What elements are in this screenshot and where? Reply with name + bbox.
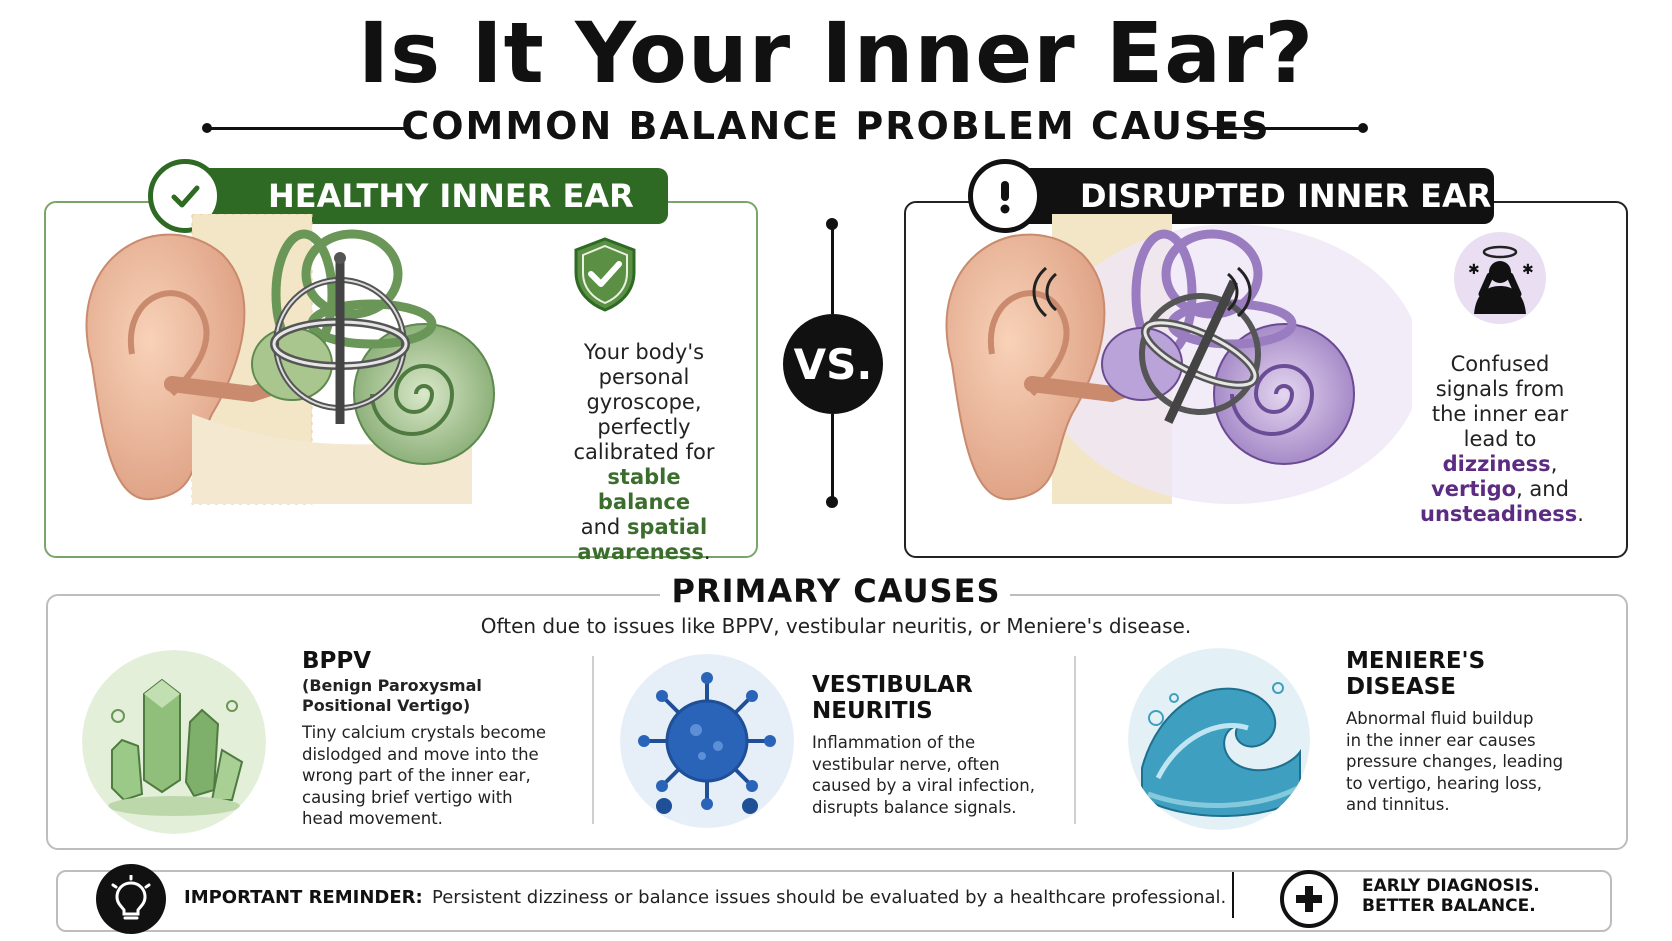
cause-desc-line: in the inner ear causes [1346,730,1536,750]
medical-plus-icon [1280,870,1338,928]
lightbulb-icon [96,864,166,934]
vs-label: VS. [793,339,873,389]
cause-desc-line: Inflammation of the [812,733,976,752]
tagline-line: EARLY DIAGNOSIS. [1362,876,1540,896]
healthy-highlight: spatial [626,515,708,539]
healthy-text-line: gyroscope, [586,390,702,414]
causes-title-backdrop [660,572,1010,614]
reminder-label: IMPORTANT REMINDER: [184,887,423,908]
cause-title-line: VESTIBULAR [812,672,973,698]
cause-title-line: NEURITIS [812,698,933,724]
cause-desc-bppv: Tiny calcium crystals become dislodged a… [302,722,546,830]
svg-text:✱: ✱ [1468,262,1480,278]
causes-title: PRIMARY CAUSES [671,572,1001,610]
healthy-text-line: Your body's [583,340,705,364]
cause-desc-line: Abnormal fluid buildup [1346,709,1534,728]
page-subtitle: COMMON BALANCE PROBLEM CAUSES [401,104,1271,148]
disrupted-highlight: vertigo [1431,477,1517,501]
cause-desc-vestibular: Inflammation of the vestibular nerve, of… [812,732,1035,818]
healthy-text-line: personal [598,365,690,389]
healthy-label: HEALTHY INNER EAR [268,177,634,215]
page-title: Is It Your Inner Ear? [357,4,1315,102]
cause-title-menieres: MENIERE'S DISEASE [1346,648,1485,700]
cause-desc-line: caused by a viral infection, [812,776,1035,795]
cause-desc-line: Tiny calcium crystals become [302,723,547,742]
disrupted-label: DISRUPTED INNER EAR [1080,177,1492,215]
subtitle-right-dot [1358,123,1368,133]
disrupted-text-line: the inner ear [1431,402,1569,426]
subtitle-right-line [1204,127,1364,130]
vs-bottom-line [831,414,834,502]
cause-desc-menieres: Abnormal fluid buildup in the inner ear … [1346,708,1563,816]
cause-divider [592,656,594,824]
subtitle-left-line [206,127,406,130]
reminder-tagline: EARLY DIAGNOSIS. BETTER BALANCE. [1362,876,1540,916]
cause-desc-line: and tinnitus. [1346,795,1450,814]
disrupted-text-line: lead to [1463,427,1537,451]
cause-title-vestibular: VESTIBULAR NEURITIS [812,672,973,724]
healthy-highlight: awareness [577,540,704,564]
disrupted-separator: , [1550,452,1558,476]
reminder-text: Persistent dizziness or balance issues s… [432,887,1227,908]
healthy-text-line: calibrated for [573,440,715,464]
cause-desc-line: disrupts balance signals. [812,797,1017,817]
disrupted-highlight: unsteadiness [1420,502,1578,526]
cause-desc-line: wrong part of the inner ear, [302,766,531,785]
vs-bottom-dot [826,496,838,508]
shield-icon [574,237,636,312]
healthy-connector: and [580,515,621,539]
healthy-description: Your body's personal gyroscope, perfectl… [560,340,728,565]
cause-subtitle-line: (Benign Paroxysmal [302,676,482,695]
vs-top-line [831,224,834,314]
subtitle-row: COMMON BALANCE PROBLEM CAUSES [0,98,1672,158]
cause-desc-line: head movement. [302,809,443,828]
cause-title-bppv: BPPV [302,648,371,674]
versus-divider: VS. [783,218,883,508]
disrupted-description: Confused signals from the inner ear lead… [1420,352,1584,527]
svg-text:✱: ✱ [1522,262,1534,278]
dizzy-person-icon: ✱ ✱ [1454,232,1546,324]
cause-title-line: MENIERE'S [1346,648,1486,674]
disrupted-highlight: dizziness [1442,452,1551,476]
cause-divider [1074,656,1076,824]
cause-desc-line: vestibular nerve, often [812,754,1000,774]
disrupted-text-line: Confused [1450,352,1550,376]
causes-left-line-spacer [48,592,660,594]
exclamation-icon [968,159,1042,233]
cause-title-line: BPPV [302,648,372,674]
reminder-bar [56,870,1612,932]
causes-subtitle: Often due to issues like BPPV, vestibula… [480,614,1192,638]
cause-desc-line: dislodged and move into the [302,744,539,764]
cause-subtitle-bppv: (Benign Paroxysmal Positional Vertigo) [302,676,482,716]
crystal-icon [82,650,266,834]
wave-icon [1128,648,1310,830]
disrupted-ear-illustration [945,214,1412,504]
reminder-divider [1232,872,1234,918]
healthy-text-line: perfectly [597,415,691,439]
tagline-line: BETTER BALANCE. [1362,896,1536,916]
healthy-end: . [703,540,711,564]
virus-icon [620,654,794,828]
cause-desc-line: pressure changes, leading [1346,752,1564,771]
cause-desc-line: to vertigo, hearing loss, [1346,773,1543,793]
vs-badge: VS. [783,314,883,414]
healthy-ear-illustration [85,214,495,505]
cause-subtitle-line: Positional Vertigo) [302,696,471,715]
disrupted-end: . [1577,502,1584,526]
disrupted-separator: , and [1516,477,1569,501]
healthy-highlight: stable balance [597,465,691,514]
cause-desc-line: causing brief vertigo with [302,787,513,807]
disrupted-text-line: signals from [1435,377,1565,401]
cause-title-line: DISEASE [1346,674,1457,700]
